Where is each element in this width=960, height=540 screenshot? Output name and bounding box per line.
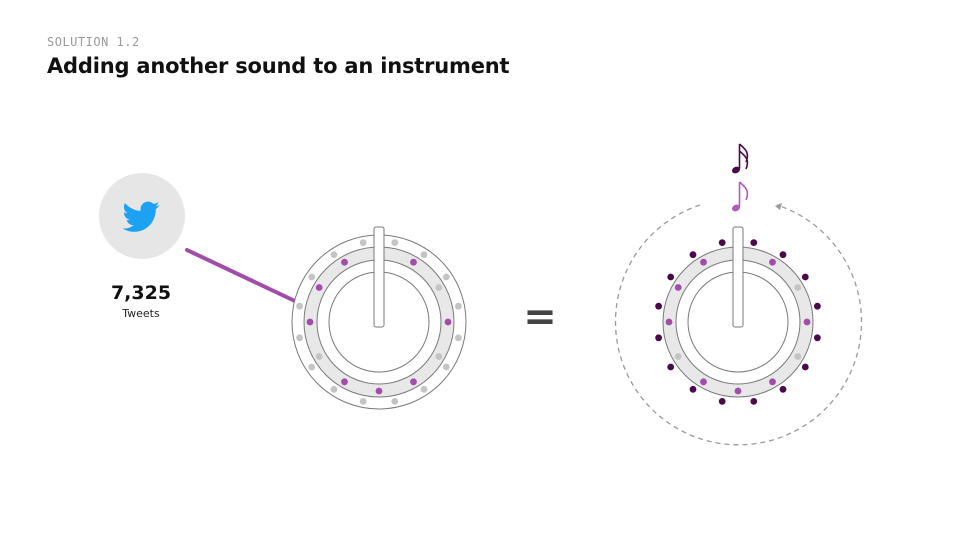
step-dot-active xyxy=(689,251,697,259)
step-dot-active xyxy=(814,334,821,342)
step-dot-active xyxy=(410,258,417,266)
step-dot-active xyxy=(718,239,726,247)
eighth-note-icon xyxy=(731,181,749,212)
step-dot-active xyxy=(769,258,776,266)
step-dot-inactive xyxy=(455,334,462,342)
step-dot-active xyxy=(718,398,726,405)
step-dot-active xyxy=(779,251,787,259)
step-dot-inactive xyxy=(296,334,303,342)
step-dot-inactive xyxy=(442,363,450,371)
step-dot-active xyxy=(306,318,314,326)
step-dot-inactive xyxy=(308,273,316,281)
step-dot-active xyxy=(689,385,697,393)
step-dot-inactive xyxy=(435,353,443,360)
step-dot-active xyxy=(769,378,776,386)
step-dot-inactive xyxy=(391,239,399,247)
step-dot-inactive xyxy=(455,302,462,310)
step-dot-active xyxy=(700,378,707,386)
step-dot-active xyxy=(655,302,662,310)
dial-after xyxy=(614,203,863,446)
step-dot-active xyxy=(814,302,821,310)
step-dot-inactive xyxy=(794,353,802,360)
step-dot-active xyxy=(667,273,675,281)
step-dot-active xyxy=(734,387,742,395)
playhead-needle xyxy=(732,226,744,328)
music-notes xyxy=(731,143,749,212)
eighth-note-icon xyxy=(731,143,749,174)
page-title: Adding another sound to an instrument xyxy=(47,54,510,78)
step-dot-inactive xyxy=(296,302,303,310)
step-dot-active xyxy=(674,284,682,291)
step-dot-active xyxy=(341,378,348,386)
step-dot-active xyxy=(410,378,417,386)
step-dot-active xyxy=(444,318,452,326)
step-dot-inactive xyxy=(315,353,323,360)
step-dot-active xyxy=(375,387,383,395)
tweet-count: 7,325 xyxy=(110,282,172,304)
step-dot-active xyxy=(700,258,707,266)
step-dot-inactive xyxy=(442,273,450,281)
twitter-bird-icon xyxy=(122,201,160,232)
step-dot-inactive xyxy=(420,385,428,393)
dial-before xyxy=(291,226,467,410)
step-dot-active xyxy=(655,334,662,342)
step-dot-active xyxy=(801,363,809,371)
step-dot-active xyxy=(315,284,323,291)
step-dot-active xyxy=(803,318,811,326)
step-dot-active xyxy=(667,363,675,371)
eyebrow-label: SOLUTION 1.2 xyxy=(47,35,140,49)
rotation-arrowhead xyxy=(775,203,782,210)
rotation-track xyxy=(614,204,863,446)
step-dot-inactive xyxy=(359,398,367,405)
step-dot-inactive xyxy=(420,251,428,259)
step-dot-inactive xyxy=(435,284,443,291)
step-dot-inactive xyxy=(330,251,338,259)
source-node xyxy=(99,173,185,259)
playhead-needle xyxy=(373,226,385,328)
step-dot-inactive xyxy=(391,398,399,405)
step-dot-active xyxy=(341,258,348,266)
step-dot-inactive xyxy=(794,284,802,291)
step-dot-inactive xyxy=(330,385,338,393)
step-dot-inactive xyxy=(359,239,367,247)
step-dot-active xyxy=(665,318,673,326)
tweet-count-label: Tweets xyxy=(122,307,160,320)
step-dot-active xyxy=(801,273,809,281)
step-dot-inactive xyxy=(308,363,316,371)
step-dot-active xyxy=(750,239,758,247)
step-dot-active xyxy=(750,398,758,405)
step-dot-inactive xyxy=(674,353,682,360)
step-dot-active xyxy=(779,385,787,393)
equals-sign: = xyxy=(523,294,557,340)
